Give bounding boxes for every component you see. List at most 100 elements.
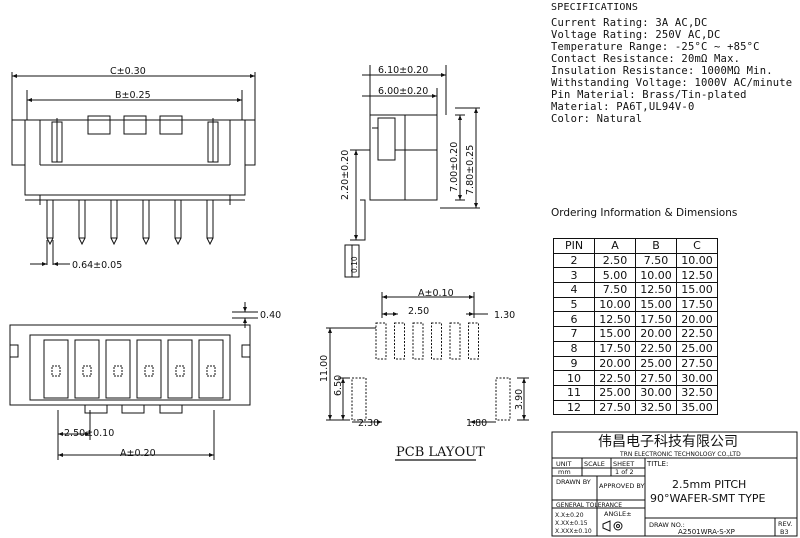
pcb-signal-pad: [449, 322, 461, 360]
table-cell: 7: [553, 326, 595, 342]
ordering-title: Ordering Information & Dimensions: [551, 207, 738, 219]
table-cell: 25.00: [676, 340, 718, 357]
header-b: B: [635, 238, 677, 254]
top-contact-cavity: [105, 339, 131, 399]
dim-pin-width-label: 0.64±0.05: [72, 260, 122, 271]
rev-value: B3: [780, 528, 789, 536]
table-cell: 12.50: [594, 311, 636, 328]
dim-b-label: B±0.25: [115, 90, 151, 101]
spec-line: Voltage Rating: 250V AC,DC: [551, 29, 721, 41]
header-a: A: [594, 238, 636, 254]
spec-line: Temperature Range: -25°C ~ +85°C: [551, 41, 760, 53]
pcb-layout: [326, 292, 529, 461]
top-contact-cavity: [167, 339, 193, 399]
table-cell: 7.50: [635, 252, 677, 269]
table-cell: 32.50: [676, 384, 718, 401]
spec-line: Current Rating: 3A AC,DC: [551, 17, 708, 29]
spec-line: Color: Natural: [551, 113, 643, 125]
unit-label: UNIT: [556, 460, 572, 468]
top-contact-pin: [113, 365, 123, 377]
front-pin: [110, 199, 118, 239]
pcb-pads: [351, 322, 511, 421]
front-pin: [78, 199, 86, 239]
pcb-signal-pad: [431, 322, 442, 360]
title-block: [551, 431, 798, 537]
top-contact-pin: [206, 365, 216, 377]
draw-no-label: DRAW NO.:: [649, 521, 685, 529]
pcb-dim-3-90-label: 3.90: [514, 389, 525, 410]
rev-label: REV.: [778, 520, 792, 528]
top-contact-cavity: [43, 339, 69, 399]
product-title-line2: 90°WAFER-SMT TYPE: [650, 492, 766, 505]
dim-7-00-label: 7.00±0.20: [449, 142, 460, 192]
top-contact-cavity: [74, 339, 100, 399]
table-cell: 11: [553, 384, 595, 401]
dim-a-label: A±0.20: [120, 448, 156, 459]
general-tolerance-label: GENERAL TOLERANCE: [556, 502, 622, 509]
pcb-layout-title: PCB LAYOUT: [396, 445, 485, 460]
table-cell: 2: [553, 252, 595, 269]
top-contact-pin: [82, 365, 92, 377]
dim-6-00-label: 6.00±0.20: [378, 86, 428, 97]
table-cell: 9: [553, 355, 595, 372]
table-cell: 35.00: [676, 399, 718, 416]
table-cell: 17.50: [594, 340, 636, 357]
table-cell: 27.50: [635, 370, 677, 386]
front-pin-tip: [206, 237, 214, 246]
table-cell: 30.00: [676, 370, 718, 386]
front-pin-tip: [78, 237, 86, 246]
dim-0-40-label: 0.40: [260, 310, 281, 321]
table-cell: 30.00: [635, 384, 677, 401]
table-cell: 4: [553, 282, 595, 298]
table-cell: 12.50: [635, 282, 677, 298]
table-cell: 10: [553, 370, 595, 386]
table-cell: 2.50: [594, 252, 636, 269]
pcb-dim-1-30-label: 1.30: [494, 310, 515, 321]
dim-6-10-label: 6.10±0.20: [378, 65, 428, 76]
dim-0-10-label: 0.10: [350, 256, 359, 273]
spec-line: Contact Resistance: 20mΩ Max.: [551, 53, 741, 65]
company-name-cn: 伟昌电子科技有限公司: [598, 434, 738, 450]
front-pin: [46, 199, 54, 239]
top-contact-pin: [144, 365, 154, 377]
dim-2-20-label: 2.20±0.20: [340, 150, 351, 200]
table-cell: 17.50: [676, 296, 718, 313]
pcb-mount-pad-left: [351, 377, 367, 421]
table-cell: 15.00: [676, 282, 718, 298]
front-pin-tip: [142, 237, 150, 246]
spec-line: Pin Material: Brass/Tin-plated: [551, 89, 747, 101]
front-pin-tip: [46, 237, 54, 246]
table-cell: 15.00: [635, 296, 677, 313]
pcb-dim-11-00-label: 11.00: [319, 355, 330, 382]
table-cell: 32.50: [635, 399, 677, 416]
table-cell: 22.50: [635, 340, 677, 357]
table-cell: 27.50: [676, 355, 718, 372]
table-cell: 22.50: [594, 370, 636, 386]
dim-2-50-label: 2.50±0.10: [64, 428, 114, 439]
dim-7-80-label: 7.80±0.25: [465, 145, 476, 195]
table-cell: 25.00: [594, 384, 636, 401]
table-cell: 8: [553, 340, 595, 357]
unit-value: mm: [558, 468, 571, 476]
front-pin-tip: [174, 237, 182, 246]
spec-line: Withstanding Voltage: 1000V AC/minute: [551, 77, 793, 89]
pcb-signal-pad: [412, 322, 424, 360]
pcb-mount-pad-right: [495, 377, 511, 421]
table-cell: 20.00: [676, 311, 718, 328]
product-title-line1: 2.5mm PITCH: [672, 478, 746, 491]
company-name-en: TRN ELECTRONIC TECHNOLOGY CO.,LTD: [619, 451, 741, 458]
table-cell: 5.00: [594, 267, 636, 284]
spec-line: Insulation Resistance: 1000MΩ Min.: [551, 65, 773, 77]
tolerance-2: X.XX±0.15: [555, 520, 588, 527]
projection-symbol-icon: [602, 520, 623, 532]
sheet-value: 1 of 2: [615, 468, 634, 476]
table-header-row: PIN A B C: [553, 238, 718, 254]
sheet-label: SHEET: [613, 460, 634, 468]
